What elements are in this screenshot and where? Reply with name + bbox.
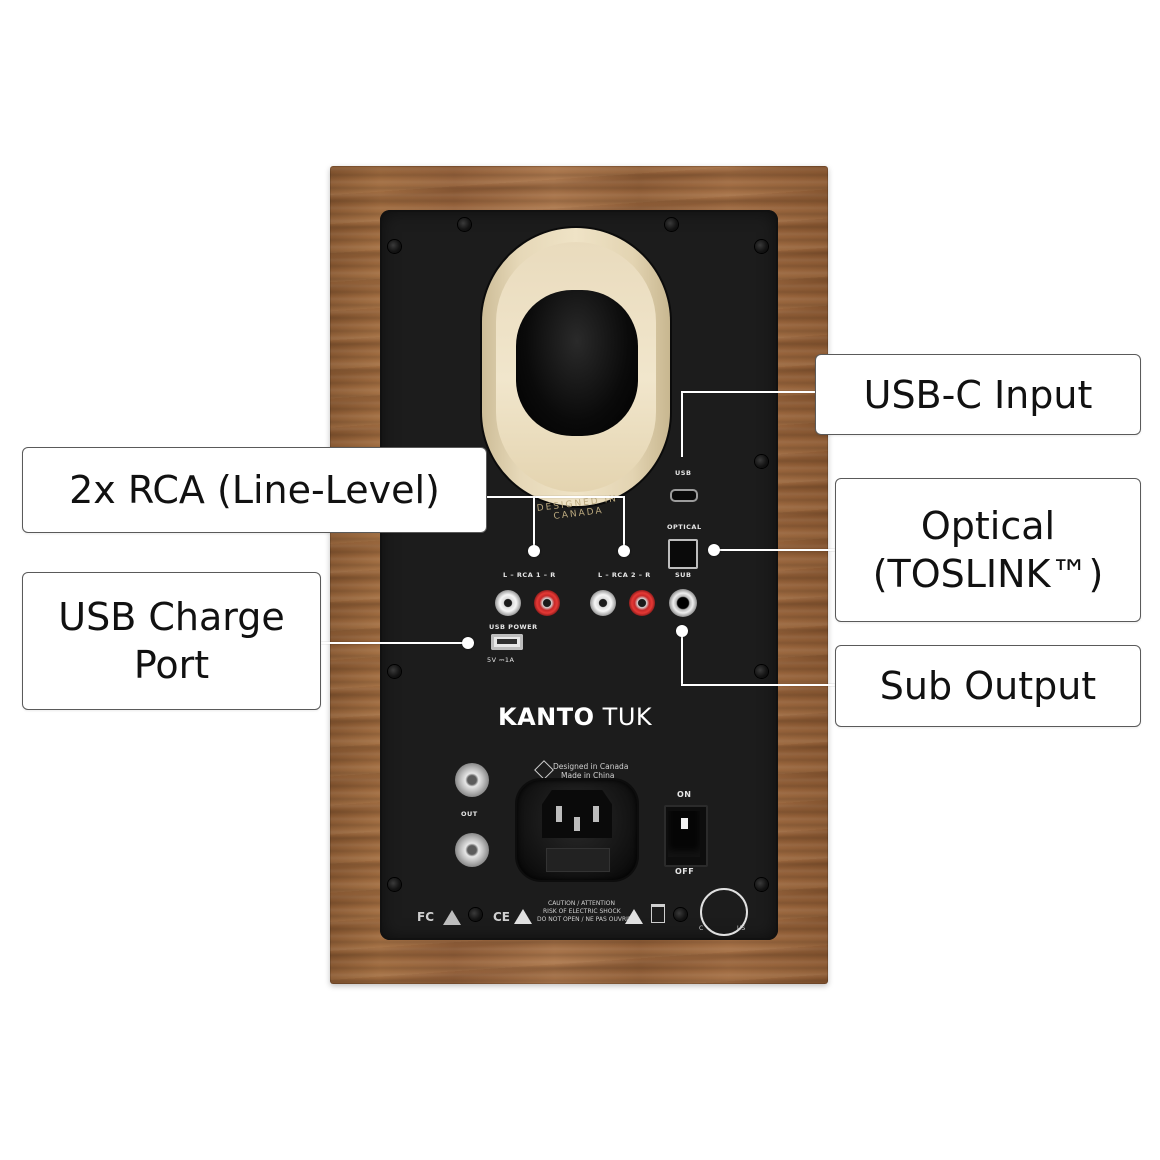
- made-in-line: Made in China: [561, 771, 615, 780]
- connector-dot: [528, 545, 540, 557]
- screw: [388, 240, 401, 253]
- optical-label: OPTICAL: [667, 523, 702, 531]
- rca1-left-jack[interactable]: [495, 590, 521, 616]
- screw: [469, 908, 482, 921]
- on-label: ON: [677, 790, 692, 799]
- connector-dot: [676, 625, 688, 637]
- rca1-right-jack[interactable]: [534, 590, 560, 616]
- fuse-drawer[interactable]: [546, 848, 610, 872]
- screw: [388, 665, 401, 678]
- callout-optical: Optical (TOSLINK™): [835, 478, 1141, 622]
- callout-sub-output: Sub Output: [835, 645, 1141, 727]
- optical-port[interactable]: [668, 539, 698, 569]
- brand-model: TUK: [602, 703, 653, 731]
- power-pin: [593, 806, 599, 822]
- caution-line-2: RISK OF ELECTRIC SHOCK: [543, 908, 621, 915]
- sub-label: SUB: [675, 571, 692, 579]
- connector-line: [714, 549, 836, 551]
- usb-charge-port[interactable]: [491, 634, 523, 650]
- certification-logo-icon: [700, 888, 748, 936]
- screw: [755, 455, 768, 468]
- usb-power-rating: 5V ⎓1A: [487, 656, 515, 664]
- caution-line-1: CAUTION / ATTENTION: [548, 900, 615, 907]
- usb-label: USB: [675, 469, 692, 477]
- power-pin: [574, 817, 580, 831]
- caution-line-3: DO NOT OPEN / NE PAS OUVRIR: [537, 916, 633, 923]
- connector-line: [681, 631, 683, 686]
- callout-usb-c-input: USB-C Input: [815, 354, 1141, 435]
- callout-rca-line-level: 2x RCA (Line-Level): [22, 447, 487, 533]
- screw: [755, 240, 768, 253]
- connector-dot: [708, 544, 720, 556]
- screw: [755, 878, 768, 891]
- callout-rca-line-level-text: 2x RCA (Line-Level): [69, 468, 440, 512]
- screw: [458, 218, 471, 231]
- speaker-out-terminal-positive[interactable]: [455, 763, 489, 797]
- callout-usb-charge-line-2: Port: [133, 643, 210, 687]
- c-mark: C: [699, 925, 704, 932]
- connector-line: [484, 496, 625, 498]
- brand-name: KANTO: [498, 703, 595, 731]
- out-label: OUT: [461, 810, 478, 818]
- sub-output-jack[interactable]: [669, 589, 697, 617]
- fcc-mark: FC: [417, 910, 435, 924]
- usb-power-label: USB POWER: [489, 623, 538, 631]
- shock-warning-icon: [514, 909, 532, 924]
- usb-c-port[interactable]: [670, 489, 698, 502]
- speaker-out-terminal-negative[interactable]: [455, 833, 489, 867]
- connector-dot: [618, 545, 630, 557]
- screw: [665, 218, 678, 231]
- brand-logo: KANTO TUK: [498, 703, 652, 731]
- connector-line: [533, 496, 535, 548]
- bass-port-opening: [516, 290, 638, 436]
- us-mark: US: [737, 925, 746, 932]
- designed-in-line: Designed in Canada: [553, 762, 629, 771]
- connector-dot: [462, 637, 474, 649]
- rca2-left-jack[interactable]: [590, 590, 616, 616]
- power-pin: [556, 806, 562, 822]
- connector-line: [681, 391, 817, 393]
- rca1-label: L – RCA 1 – R: [503, 571, 556, 579]
- screw: [755, 665, 768, 678]
- power-switch-indicator: [681, 818, 688, 829]
- connector-line: [321, 642, 467, 644]
- callout-usb-c-input-text: USB-C Input: [863, 372, 1093, 417]
- connector-line: [681, 391, 683, 457]
- callout-usb-charge-port: USB Charge Port: [22, 572, 321, 710]
- rca2-label: L – RCA 2 – R: [598, 571, 651, 579]
- screw: [674, 908, 687, 921]
- screw: [388, 878, 401, 891]
- warning-icon: [443, 910, 461, 925]
- connector-line: [623, 496, 625, 548]
- connector-line: [681, 684, 836, 686]
- weee-bin-icon: [651, 904, 665, 923]
- caution-icon: [625, 909, 643, 924]
- rca2-right-jack[interactable]: [629, 590, 655, 616]
- ce-mark: CE: [493, 910, 511, 924]
- callout-optical-line-1: Optical: [920, 504, 1056, 548]
- callout-usb-charge-line-1: USB Charge: [58, 595, 285, 639]
- callout-optical-line-2: (TOSLINK™): [872, 552, 1104, 596]
- off-label: OFF: [675, 867, 695, 876]
- callout-sub-output-text: Sub Output: [879, 664, 1097, 708]
